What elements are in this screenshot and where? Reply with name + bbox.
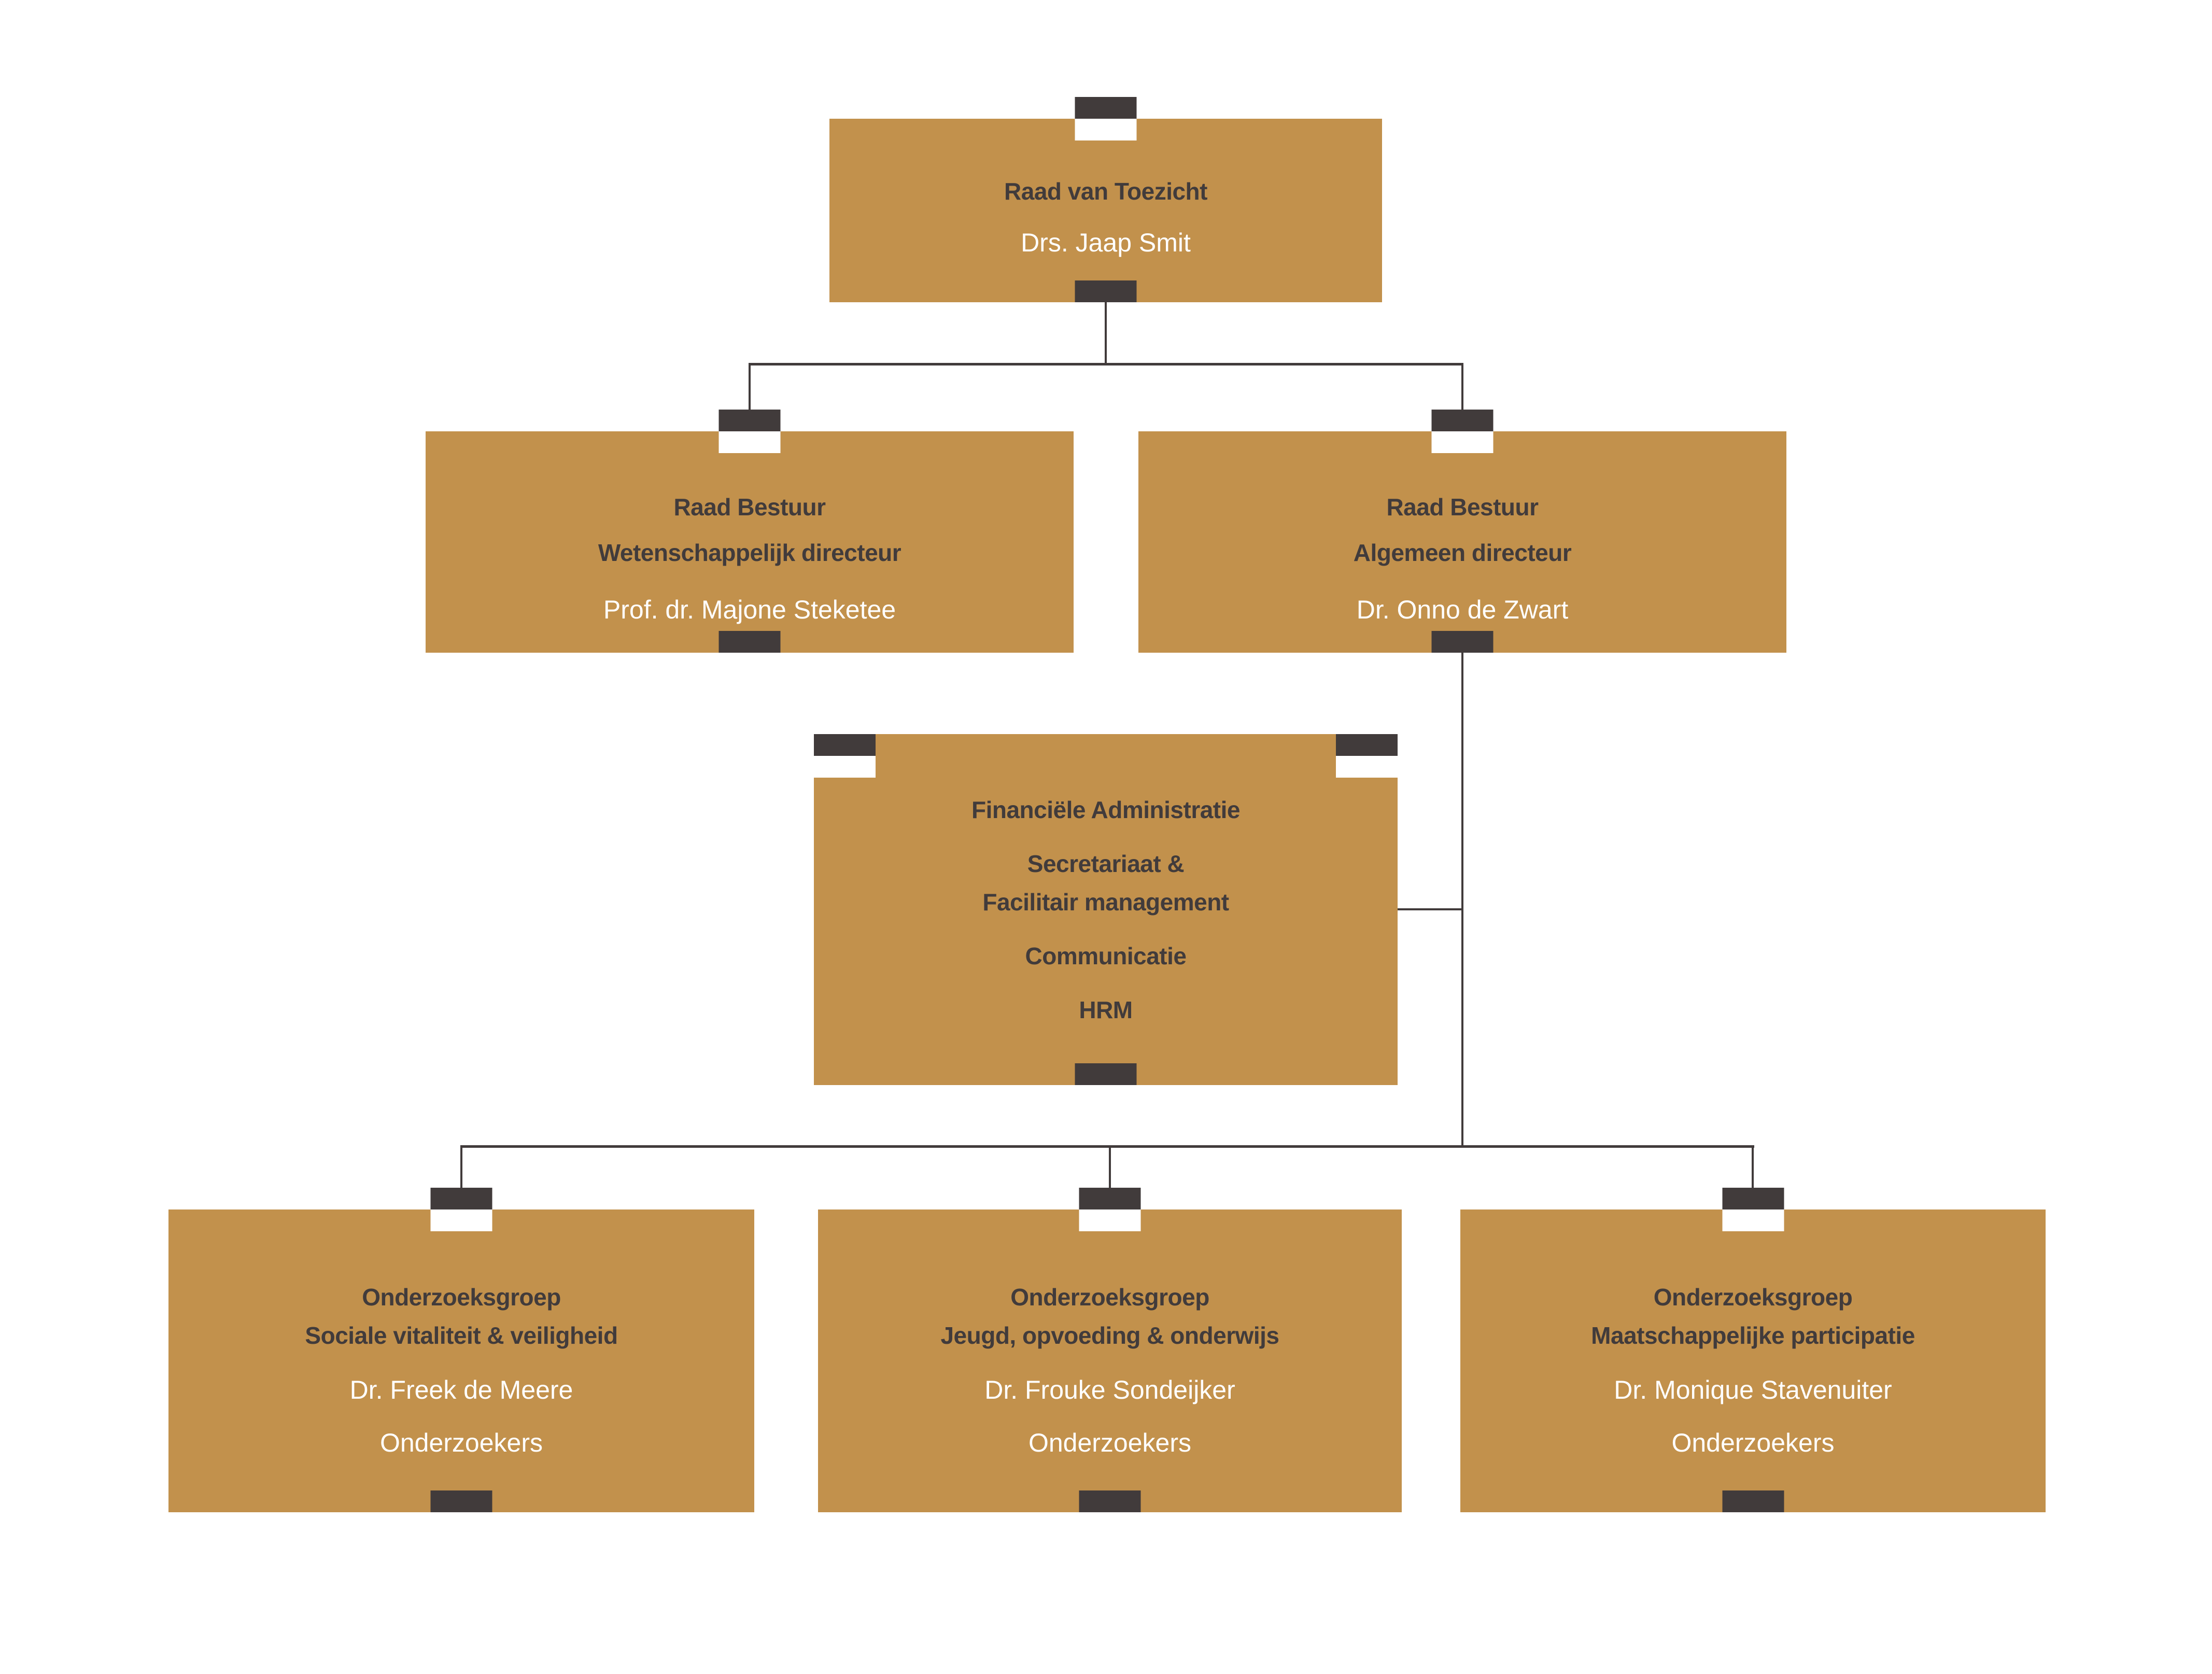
top-notch <box>718 431 781 453</box>
org-node-onderzoeksgroep-sociale-vitaliteit: Onderzoeksgroep Sociale vitaliteit & vei… <box>168 1188 754 1512</box>
connector-line-l2r-drop <box>1461 363 1463 410</box>
node-title: Raad van Toezicht <box>1004 178 1207 205</box>
node-members-label: Onderzoekers <box>379 1428 543 1457</box>
org-node-onderzoeksgroep-jeugd: Onderzoeksgroep Jeugd, opvoeding & onder… <box>818 1188 1402 1512</box>
corner-tab-left-icon <box>814 734 876 756</box>
connector-line-og1-drop <box>460 1146 462 1188</box>
node-title-line2: Wetenschappelijk directeur <box>598 539 901 566</box>
connector-line-og2-drop <box>1109 1146 1111 1188</box>
org-node-stafdiensten: Financiële Administratie Secretariaat & … <box>814 734 1398 1085</box>
node-person-name: Dr. Freek de Meere <box>349 1375 573 1404</box>
org-node-raad-van-toezicht: Raad van Toezicht Drs. Jaap Smit <box>829 97 1382 302</box>
corner-notch-left <box>814 756 876 778</box>
bottom-tab-icon <box>1075 1063 1137 1085</box>
node-title-line2: Algemeen directeur <box>1353 539 1572 566</box>
connector-line-og3-drop <box>1752 1146 1754 1188</box>
org-node-raad-bestuur-algemeen: Raad Bestuur Algemeen directeur Dr. Onno… <box>1138 410 1786 653</box>
node-title-line1: Onderzoeksgroep <box>1010 1284 1209 1311</box>
connector-line-main-vertical <box>1461 653 1463 1147</box>
connector-line-rvt-down <box>1105 302 1107 364</box>
corner-tab-right-icon <box>1336 734 1398 756</box>
staff-line-communicatie: Communicatie <box>1025 942 1187 969</box>
bottom-tab-icon <box>430 1490 492 1512</box>
bottom-tab-icon <box>1722 1490 1784 1512</box>
top-notch <box>1722 1209 1784 1231</box>
org-node-raad-bestuur-wetenschappelijk: Raad Bestuur Wetenschappelijk directeur … <box>426 410 1074 653</box>
staff-line-financiele-administratie: Financiële Administratie <box>971 796 1241 823</box>
bottom-tab-icon <box>1075 280 1137 302</box>
top-tab-icon <box>430 1188 492 1209</box>
org-node-onderzoeksgroep-maatschappelijke-participatie: Onderzoeksgroep Maatschappelijke partici… <box>1460 1188 2046 1512</box>
connector-line-level4-horizontal <box>460 1145 1754 1148</box>
top-notch <box>1075 119 1137 140</box>
top-notch <box>430 1209 492 1231</box>
node-title-line1: Raad Bestuur <box>673 493 826 521</box>
node-person-name: Dr. Monique Stavenuiter <box>1614 1375 1892 1404</box>
top-notch <box>1431 431 1494 453</box>
top-tab-icon <box>1075 97 1137 119</box>
connector-line-level2-horizontal <box>749 363 1463 365</box>
node-title-line2: Jeugd, opvoeding & onderwijs <box>940 1322 1279 1349</box>
node-person-name: Drs. Jaap Smit <box>1021 228 1191 257</box>
node-title-line2: Sociale vitaliteit & veiligheid <box>305 1322 618 1349</box>
node-title-line1: Onderzoeksgroep <box>362 1284 561 1311</box>
top-tab-icon <box>1079 1188 1141 1209</box>
node-title-line1: Raad Bestuur <box>1386 493 1539 521</box>
node-title-line1: Onderzoeksgroep <box>1653 1284 1853 1311</box>
bottom-tab-icon <box>1079 1490 1141 1512</box>
bottom-tab-icon <box>718 631 781 653</box>
node-title-line2: Maatschappelijke participatie <box>1591 1322 1915 1349</box>
node-person-name: Prof. dr. Majone Steketee <box>603 595 896 624</box>
corner-notch-right <box>1336 756 1398 778</box>
top-tab-icon <box>1722 1188 1784 1209</box>
top-notch <box>1079 1209 1141 1231</box>
bottom-tab-icon <box>1431 631 1494 653</box>
node-members-label: Onderzoekers <box>1028 1428 1192 1457</box>
top-tab-icon <box>1431 410 1494 431</box>
staff-line-facilitair-management: Facilitair management <box>982 888 1229 916</box>
node-person-name: Dr. Onno de Zwart <box>1356 595 1569 624</box>
top-tab-icon <box>718 410 781 431</box>
node-person-name: Dr. Frouke Sondeijker <box>984 1375 1235 1404</box>
node-members-label: Onderzoekers <box>1671 1428 1835 1457</box>
staff-line-secretariaat: Secretariaat & <box>1027 850 1185 877</box>
connector-line-l2l-drop <box>749 363 751 410</box>
connector-line-staff-branch <box>1398 908 1463 910</box>
staff-line-hrm: HRM <box>1079 996 1133 1023</box>
